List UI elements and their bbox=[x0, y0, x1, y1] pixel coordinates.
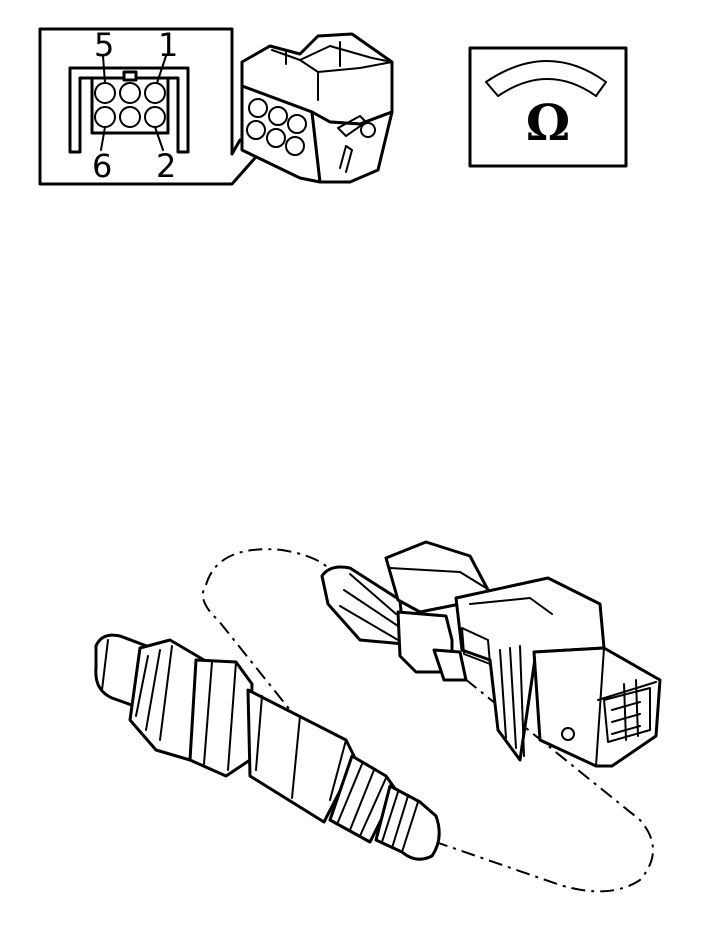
oxygen-sensor-illustration bbox=[94, 633, 441, 861]
harness-connector-illustration bbox=[320, 540, 662, 768]
ohmmeter-symbol: Ω bbox=[468, 46, 628, 168]
connector-pin-inset: 5 1 6 2 bbox=[38, 26, 264, 186]
connector-plug-illustration bbox=[240, 32, 394, 184]
pin-label-5: 5 bbox=[94, 26, 114, 64]
ohm-icon: Ω bbox=[526, 93, 571, 152]
pin-label-6: 6 bbox=[92, 147, 112, 185]
pin-label-2: 2 bbox=[156, 147, 176, 185]
pin-label-1: 1 bbox=[158, 26, 178, 64]
